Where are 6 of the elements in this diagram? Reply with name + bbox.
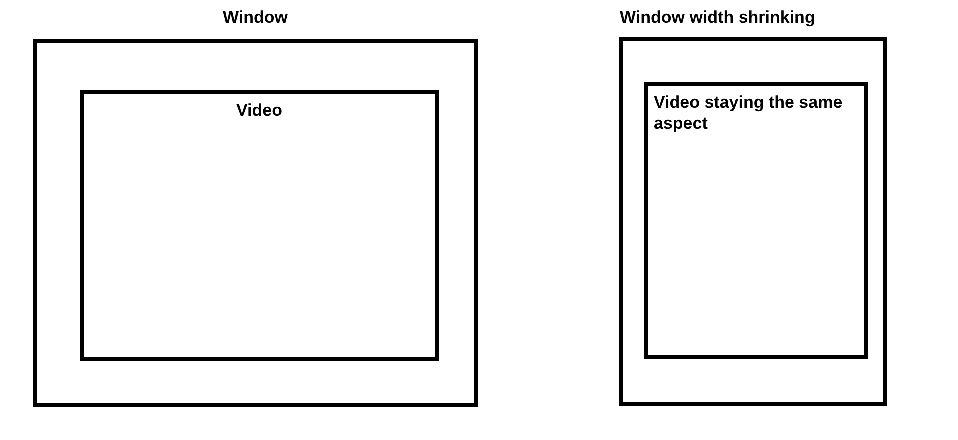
video-box	[80, 90, 439, 361]
window-title: Window	[223, 8, 288, 28]
video-box	[644, 82, 868, 359]
video-label: Video	[236, 100, 282, 121]
video-label: Video staying the same aspect	[654, 92, 844, 134]
window-title: Window width shrinking	[620, 8, 816, 28]
